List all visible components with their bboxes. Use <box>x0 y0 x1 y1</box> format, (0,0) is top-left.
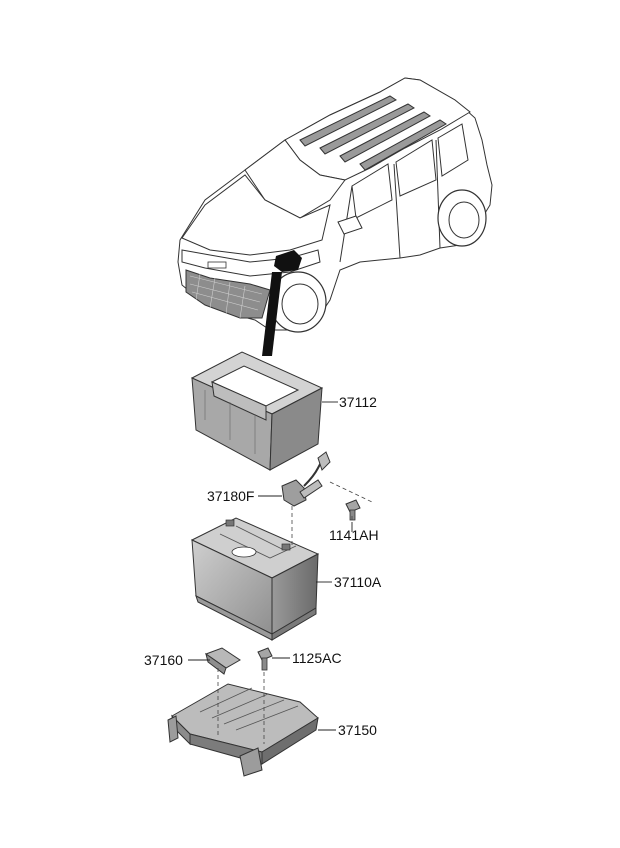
battery-bracket-part <box>167 683 319 777</box>
part-label-37112: 37112 <box>339 394 377 410</box>
battery-sensor-part <box>281 451 331 507</box>
part-label-1125ac: 1125AC <box>292 650 342 666</box>
battery-part <box>190 517 320 641</box>
vehicle-illustration <box>177 77 493 356</box>
part-label-37110a: 37110A <box>334 574 382 590</box>
part-label-37180f: 37180F <box>207 488 254 504</box>
part-label-37160: 37160 <box>144 652 183 668</box>
battery-tray-part <box>190 351 324 471</box>
battery-clamp-part <box>204 647 241 675</box>
assembly-lines <box>217 481 373 744</box>
part-label-37150: 37150 <box>338 722 377 738</box>
leader-lines <box>188 401 353 731</box>
bolt-1125ac-part <box>257 647 273 671</box>
bolt-1141ah-part <box>345 499 361 521</box>
part-label-1141ah: 1141AH <box>329 527 379 543</box>
